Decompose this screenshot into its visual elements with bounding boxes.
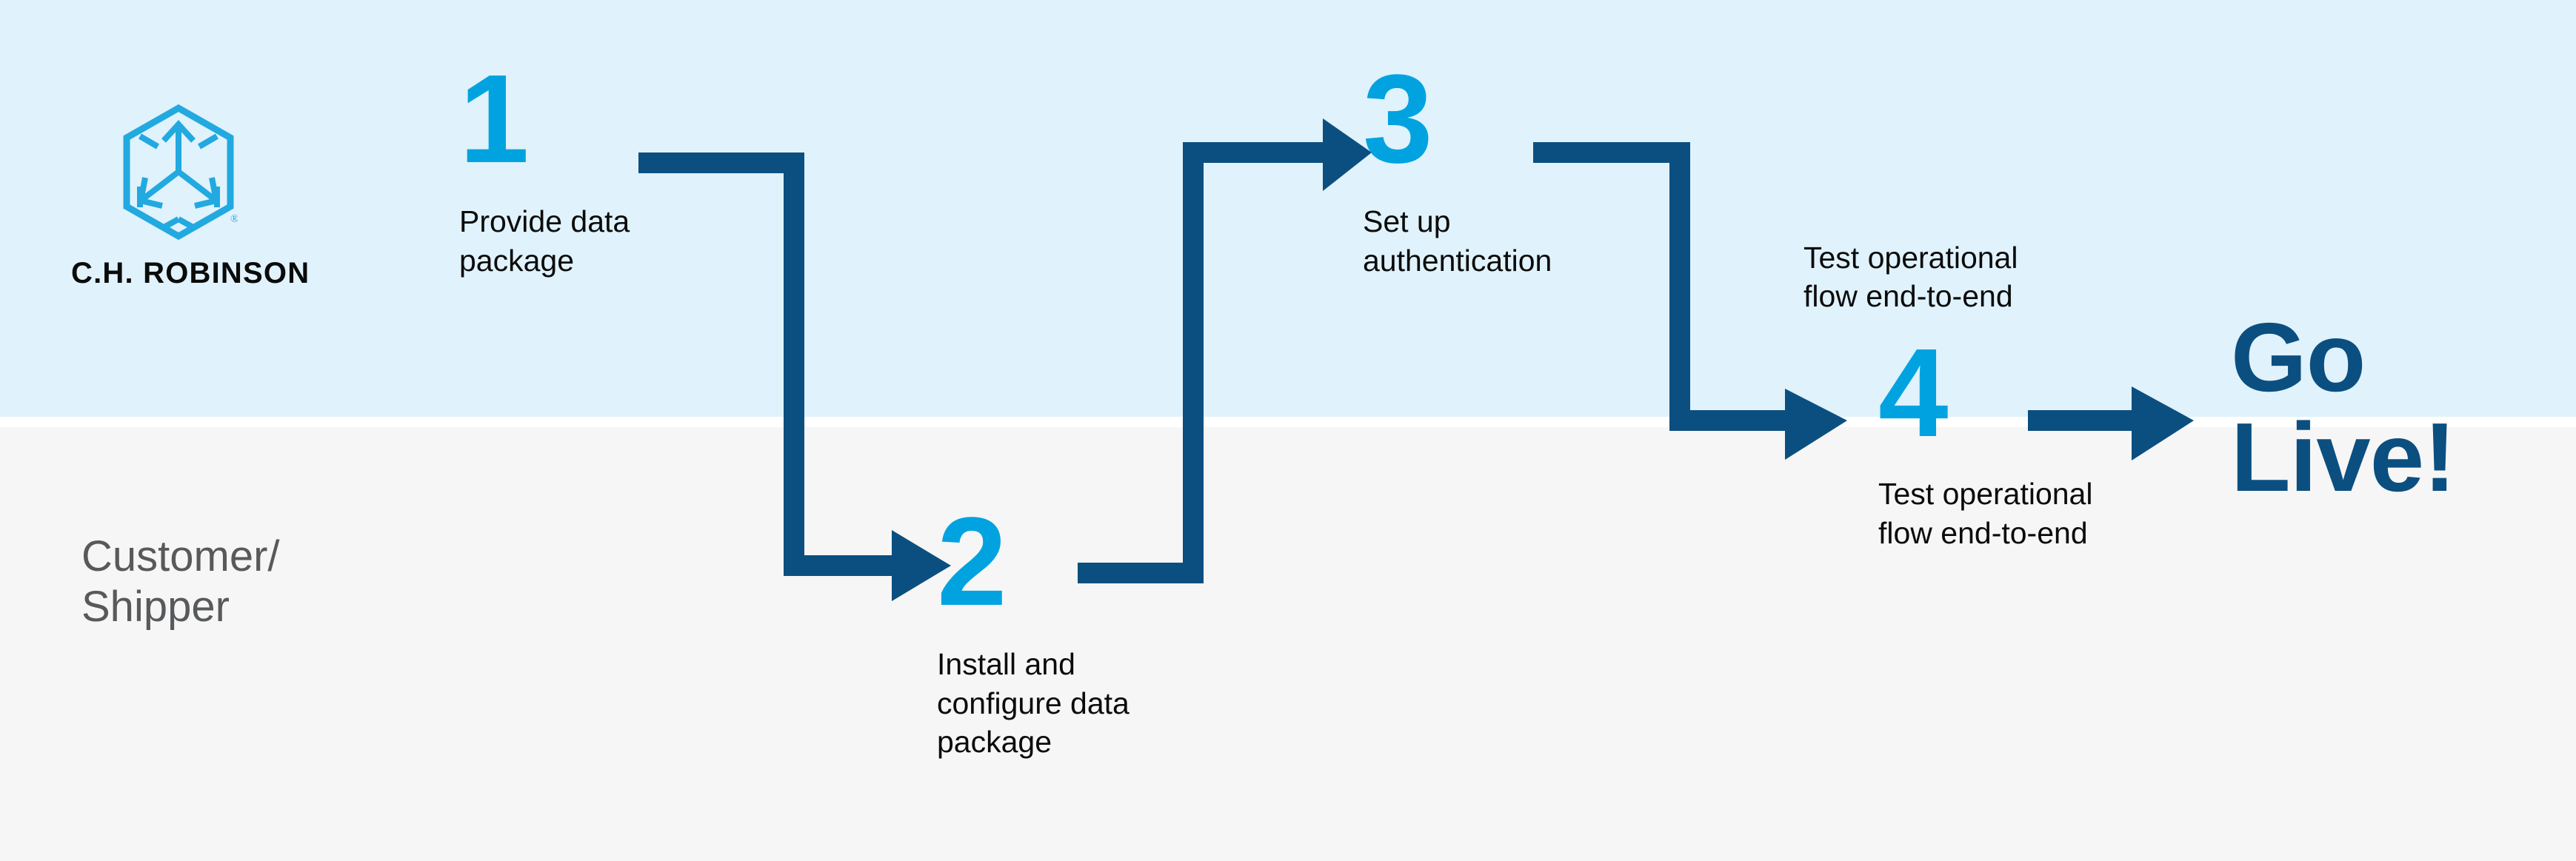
step-2-number: 2	[937, 492, 1007, 632]
brand-block: ® C.H. ROBINSON	[71, 104, 310, 290]
brand-wordmark: C.H. ROBINSON	[71, 257, 310, 289]
step-1-number: 1	[459, 49, 530, 190]
step-4-label: Test operational flow end-to-end	[1878, 477, 2093, 550]
lane-band-bottom	[0, 427, 2576, 861]
outcome-go-live: Go Live!	[2231, 303, 2456, 512]
step-2[interactable]: 2 Install and configure data package	[937, 492, 1255, 762]
step-4-number: 4	[1878, 323, 1949, 463]
step-3-label: Set up authentication	[1363, 204, 1552, 278]
step-4[interactable]: 4 Test operational flow end-to-end	[1878, 323, 2175, 552]
step-3[interactable]: 3 Set up authentication	[1363, 49, 1681, 280]
step-1[interactable]: 1 Provide data package	[459, 49, 770, 280]
step-4-upper-label: Test operational flow end-to-end	[1803, 241, 2018, 314]
step-1-label: Provide data package	[459, 204, 630, 278]
hexagon-cube-arrows-icon: ®	[123, 104, 238, 241]
lane-label-customer-shipper: Customer/ Shipper	[81, 532, 280, 631]
step-3-number: 3	[1363, 49, 1433, 190]
step-2-label: Install and configure data package	[937, 647, 1129, 760]
lane-band-top	[0, 0, 2576, 417]
lane-band-divider	[0, 417, 2576, 427]
registered-mark: ®	[230, 213, 238, 225]
